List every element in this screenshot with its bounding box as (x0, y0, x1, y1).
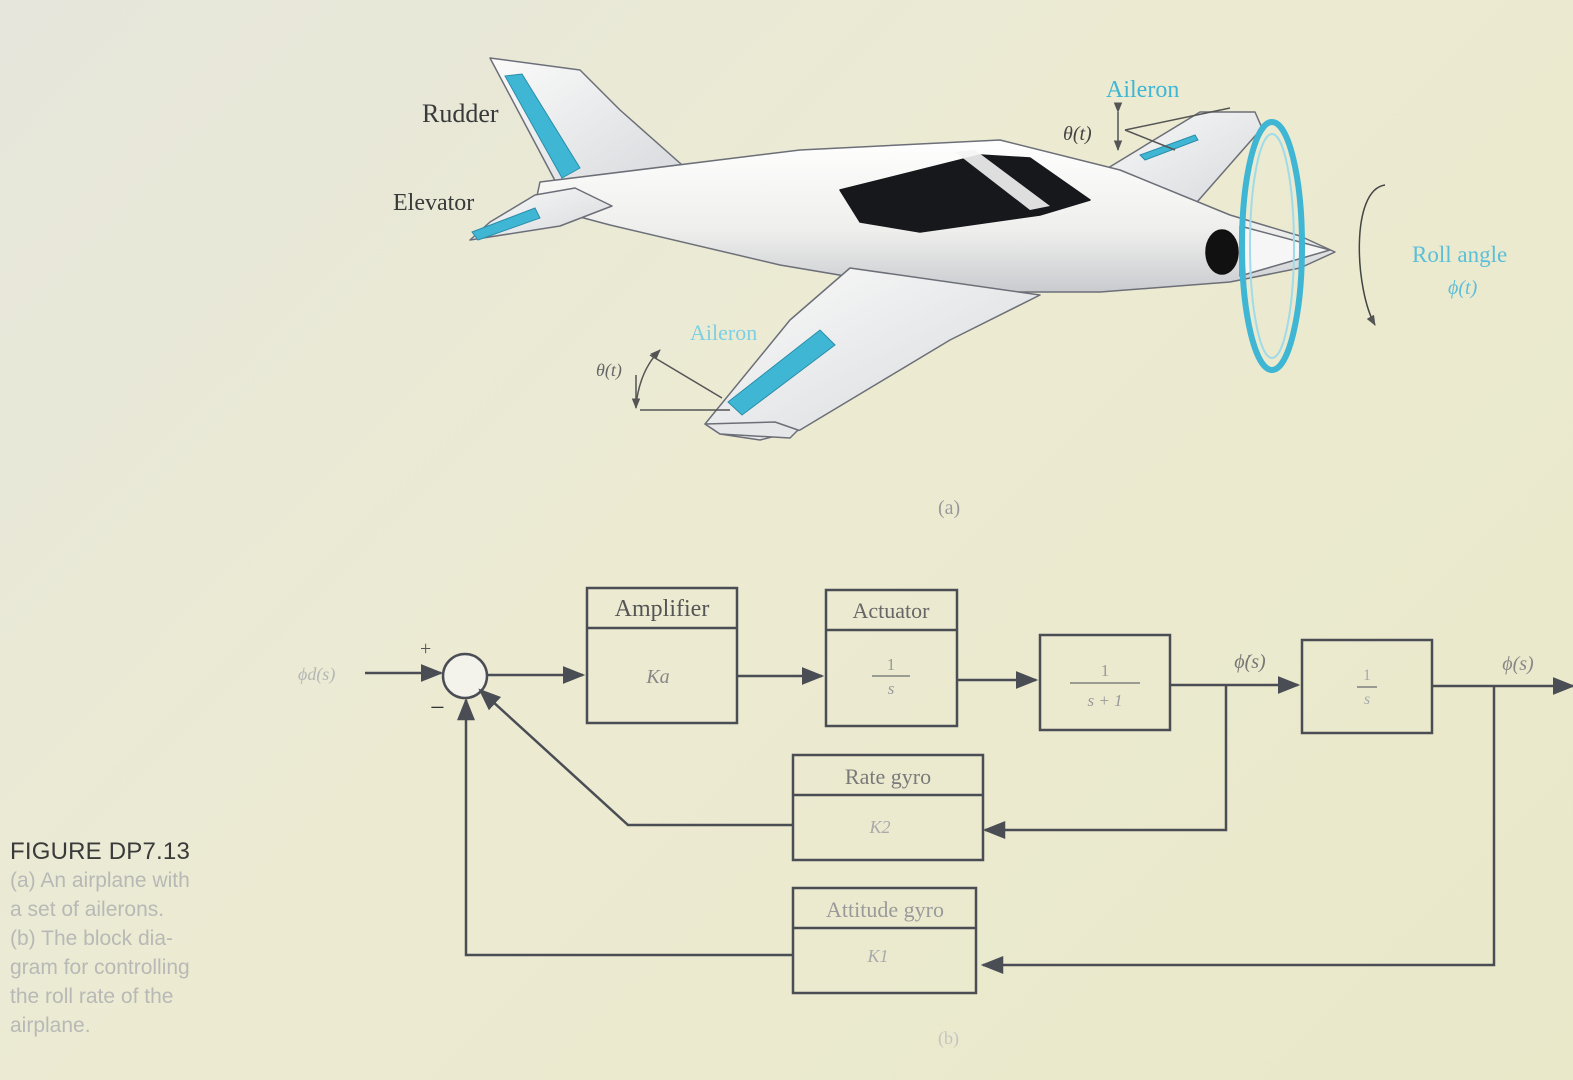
attitude-gyro-to-sum-line (457, 697, 793, 957)
actuator-block (824, 588, 959, 728)
amplifier-title: Amplifier (615, 596, 710, 622)
near-aileron-surface (727, 329, 836, 416)
theta-bottom-label: θ(t) (596, 360, 622, 381)
aileron-bottom-label: Aileron (690, 320, 757, 345)
phidot-label: ϕ̇(s) (1234, 651, 1266, 673)
block-diagram (365, 586, 1573, 995)
theta-top-label: θ(t) (1063, 123, 1092, 145)
vertical-tail (489, 57, 691, 191)
wing-tip (704, 421, 799, 439)
output-label: ϕ(s) (1502, 653, 1534, 675)
plant-block (1038, 633, 1172, 732)
attitude-gyro-block (791, 886, 978, 995)
roll-angle-label: Roll angle (1412, 242, 1507, 267)
plus-sign: + (420, 638, 431, 660)
canopy (839, 154, 1091, 233)
figure-caption: FIGURE DP7.13 (a) An airplane with a set… (10, 838, 270, 1040)
caption-line: airplane. (10, 1014, 91, 1037)
plant-numerator: 1 (1101, 661, 1110, 680)
actuator-title: Actuator (853, 598, 931, 623)
amplifier-block (585, 586, 739, 725)
roll-angle-symbol: ϕ(t) (1448, 277, 1478, 299)
rudder-label: Rudder (422, 99, 499, 128)
amplifier-gain: Ka (645, 666, 669, 688)
elevator-label: Elevator (393, 190, 474, 216)
rate-gyro-block (791, 753, 985, 862)
rate-feedback-line (982, 685, 1228, 839)
cowl-intake (1205, 229, 1239, 275)
panel-b-label: (b) (938, 1028, 959, 1049)
plant-denominator: s + 1 (1087, 691, 1122, 710)
airplane-illustration (469, 57, 1336, 441)
actuator-denominator: s (888, 679, 895, 698)
caption-line: (a) An airplane with (10, 869, 190, 892)
attitude-feedback-line (980, 686, 1496, 974)
elevator-surface (471, 207, 541, 241)
rate-gyro-gain: K2 (868, 817, 890, 837)
rate-gyro-title: Rate gyro (845, 764, 931, 789)
aileron-top-label: Aileron (1106, 77, 1179, 103)
minus-sign: − (430, 693, 445, 722)
integrator-block (1300, 638, 1434, 735)
integrator-denominator: s (1364, 691, 1370, 708)
aileron-deflection-annotations (631, 102, 1231, 411)
roll-arrow-icon (1358, 184, 1386, 326)
caption-title: FIGURE DP7.13 (10, 838, 190, 865)
actuator-numerator: 1 (887, 655, 896, 674)
rudder-surface (504, 73, 581, 179)
caption-line: (b) The block dia- (10, 927, 174, 950)
panel-a-label: (a) (938, 497, 960, 519)
canopy-highlight (955, 150, 1050, 210)
attitude-gyro-title: Attitude gyro (826, 897, 944, 922)
rate-gyro-to-sum-line (478, 688, 793, 827)
input-label: ϕd(s) (298, 664, 335, 685)
near-wing (704, 267, 1041, 441)
caption-line: the roll rate of the (10, 985, 174, 1008)
caption-line: a set of ailerons. (10, 898, 165, 921)
control-surfaces (471, 73, 1199, 416)
integrator-numerator: 1 (1363, 667, 1371, 684)
caption-line: gram for controlling (10, 956, 190, 979)
propeller-disc (1239, 119, 1305, 373)
attitude-gyro-gain: K1 (866, 946, 888, 966)
